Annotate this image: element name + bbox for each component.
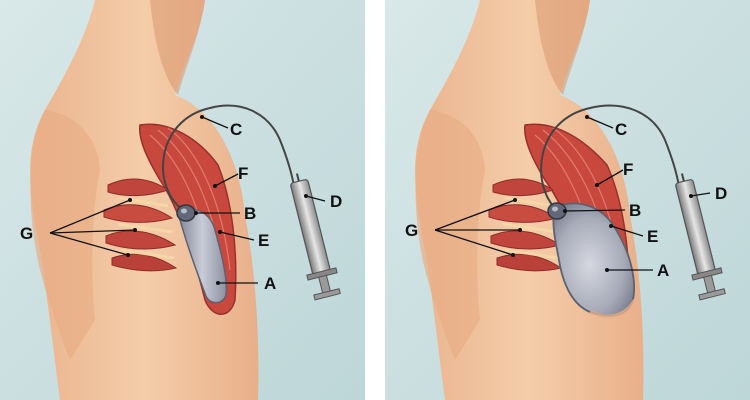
label-c: C — [230, 120, 242, 139]
label-b: B — [244, 204, 256, 223]
skin-fold — [589, 298, 637, 319]
label-e: E — [258, 231, 269, 250]
neck-shadow — [150, 0, 205, 95]
panel-before: C F B E A D G — [0, 0, 365, 400]
label-g: G — [20, 224, 33, 243]
shoulder — [30, 110, 100, 360]
label-d: D — [330, 192, 342, 211]
label-d: D — [715, 184, 727, 203]
label-a: A — [657, 261, 669, 280]
label-f: F — [238, 164, 248, 183]
diagram-before: C F B E A D G — [0, 0, 365, 400]
label-b: B — [629, 201, 641, 220]
diagram-after: C F B E A D G — [385, 0, 750, 400]
label-e: E — [647, 227, 658, 246]
label-a: A — [264, 274, 276, 293]
leader-dots — [126, 115, 308, 285]
neck-shadow — [535, 0, 590, 95]
fill-port — [176, 204, 196, 222]
label-g: G — [405, 221, 418, 240]
panel-after: C F B E A D G — [385, 0, 750, 400]
fill-tube — [540, 104, 680, 211]
rib-muscles — [103, 178, 178, 272]
tissue-expander — [177, 208, 228, 304]
label-c: C — [615, 120, 627, 139]
leader-dots — [511, 115, 693, 272]
fill-tube — [162, 104, 295, 213]
label-f: F — [623, 160, 633, 179]
leader-lines — [434, 116, 711, 271]
leader-lines — [49, 116, 326, 284]
port-highlight — [552, 206, 558, 212]
syringe — [290, 173, 341, 301]
syringe — [675, 173, 726, 301]
port-highlight — [181, 208, 187, 214]
